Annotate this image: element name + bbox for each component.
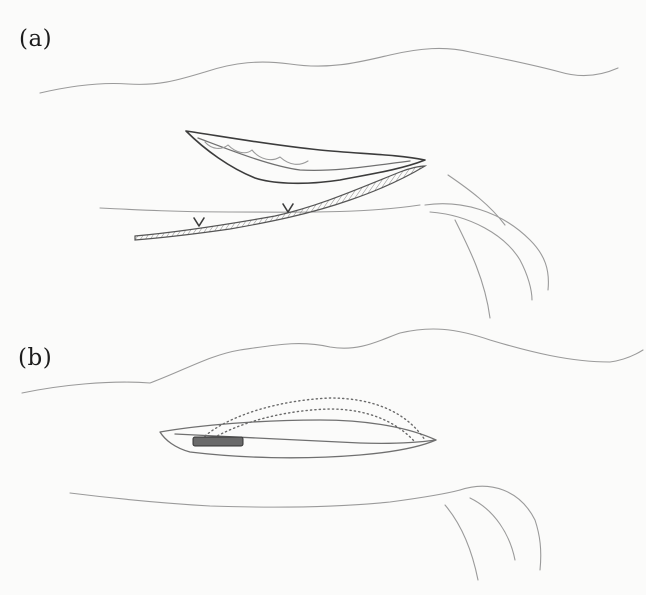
panel-a-graft-strip	[135, 166, 425, 240]
panel-b-lower-contour	[70, 490, 460, 507]
panel-a-suture-1	[194, 218, 204, 226]
panel-a-wound-outline	[186, 131, 425, 183]
panel-a-right-strand-3	[448, 175, 505, 225]
panel-b-right-strand-2	[470, 498, 515, 560]
panel-a-drawing	[40, 48, 618, 318]
panel-a-right-strand-2	[430, 212, 532, 300]
panel-a-wound-scallop	[205, 142, 308, 164]
panel-b-right-strand-3	[445, 505, 478, 580]
panel-a-upper-contour	[40, 48, 618, 93]
panel-a-lower-contour	[100, 205, 420, 212]
panel-b-drawing	[22, 329, 643, 580]
panel-a-right-strand-1	[425, 204, 548, 290]
panel-b-upper-contour	[22, 329, 643, 393]
panel-b-graft-strip	[193, 437, 243, 446]
panel-b-dotted-suture	[205, 398, 425, 440]
panel-a-suture-2	[283, 204, 293, 212]
panel-a-right-strand-4	[455, 220, 490, 318]
